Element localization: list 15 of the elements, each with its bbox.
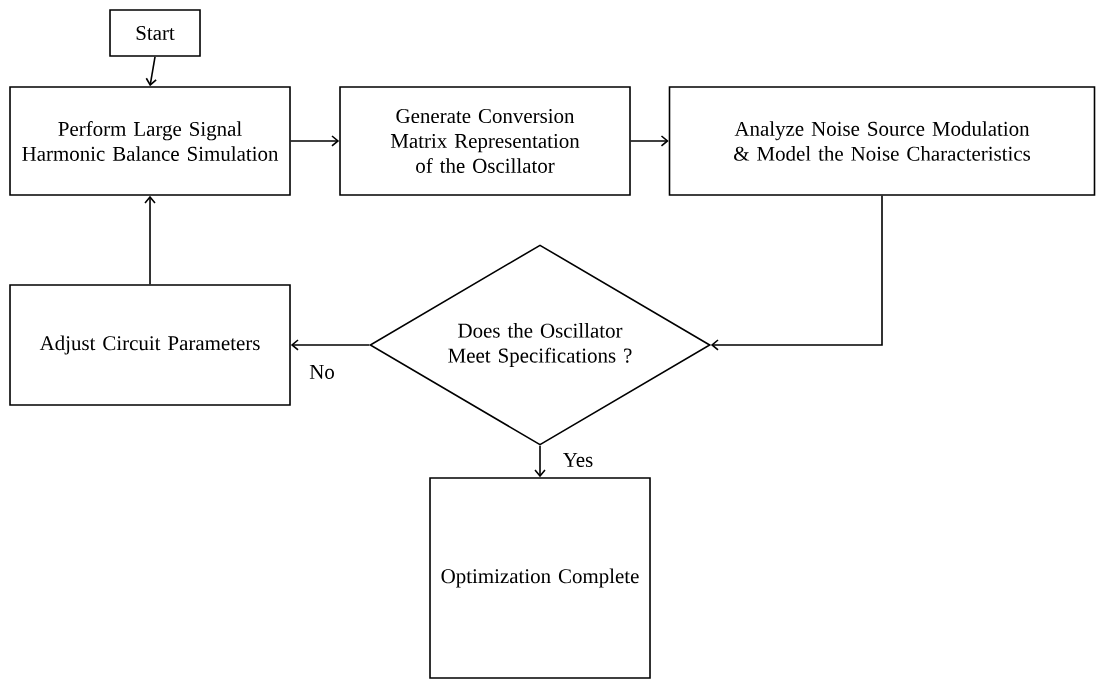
process-box: Generate Conversion Matrix Representation of the Oscillator [339, 86, 631, 196]
edge-label: Yes [560, 451, 596, 469]
arrow [290, 339, 370, 351]
process-box: Analyze Noise Source Modulation & Model the Noise Characteristics [668, 86, 1096, 196]
arrow [710, 195, 883, 351]
arrow [290, 135, 340, 147]
process-box: Adjust Circuit Parameters [9, 284, 291, 406]
edge-label: No [307, 363, 337, 381]
arrow [534, 445, 546, 478]
process-box: Perform Large Signal Harmonic Balance Simulation [9, 86, 291, 196]
arrow [630, 135, 669, 147]
process-box: Start [109, 9, 201, 57]
arrow [145, 56, 157, 87]
process-box: Optimization Complete [429, 477, 651, 679]
arrow [144, 195, 156, 285]
